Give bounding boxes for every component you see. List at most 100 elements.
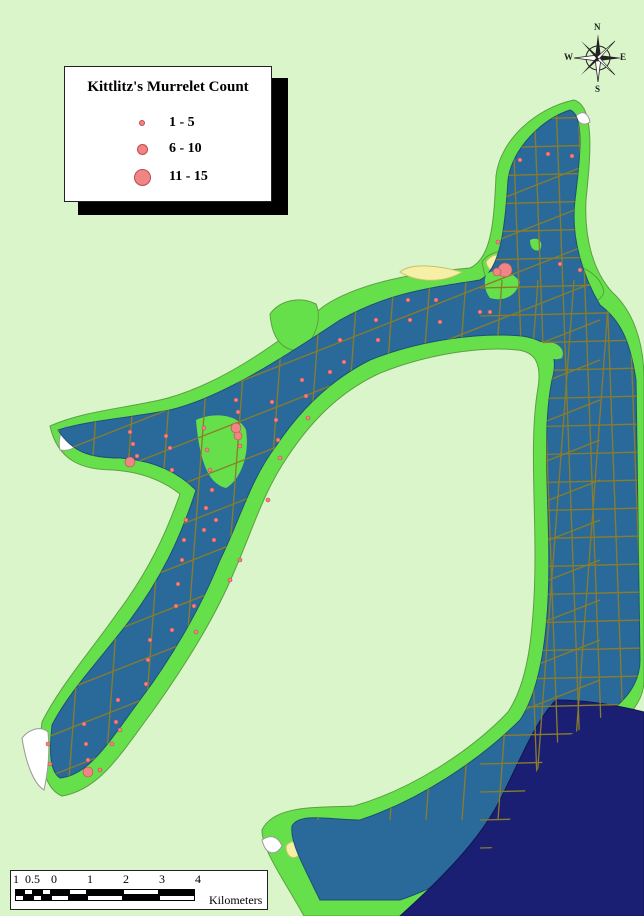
sighting-marker	[265, 497, 271, 503]
scale-seg-a	[15, 889, 24, 895]
sighting-marker	[143, 681, 149, 687]
sighting-marker	[227, 577, 233, 583]
sighting-marker	[233, 397, 239, 403]
sighting-marker	[201, 527, 207, 533]
transect-line	[569, 279, 611, 821]
sighting-marker	[209, 487, 215, 493]
sighting-marker	[204, 447, 210, 453]
scale-tick-1-left: 1	[13, 872, 19, 886]
small-sighting-symbol	[139, 120, 145, 126]
sighting-marker	[211, 537, 217, 543]
sighting-marker	[495, 239, 501, 245]
legend-label-small: 1 - 5	[169, 115, 195, 130]
legend-label-medium: 6 - 10	[169, 141, 202, 156]
legend-title: Kittlitz's Murrelet Count	[87, 79, 249, 95]
sighting-marker	[341, 359, 347, 365]
sighting-marker	[130, 441, 136, 447]
scale-seg-q	[123, 895, 159, 901]
legend-item-medium: 6 - 10	[129, 139, 202, 159]
sighting-marker	[147, 637, 153, 643]
sighting-marker	[277, 455, 283, 461]
scale-seg-e	[51, 889, 69, 895]
north-arrow: N S E W	[564, 22, 628, 94]
legend-label-large: 11 - 15	[169, 169, 208, 184]
west-label: W	[564, 52, 573, 62]
sighting-marker	[273, 417, 279, 423]
sighting-marker	[437, 319, 443, 325]
scale-tick-2: 2	[123, 872, 129, 886]
sighting-marker	[230, 422, 242, 434]
sighting-marker	[569, 153, 575, 159]
sighting-marker	[145, 657, 151, 663]
scale-tick-0: 0	[51, 872, 57, 886]
scale-seg-m	[42, 895, 51, 901]
scale-seg-i	[159, 889, 195, 895]
sighting-marker	[477, 309, 483, 315]
sighting-marker	[127, 429, 133, 435]
sighting-marker	[115, 697, 121, 703]
sighting-marker	[213, 517, 219, 523]
sighting-marker	[237, 443, 243, 449]
sighting-marker	[169, 467, 175, 473]
sighting-marker	[375, 337, 381, 343]
scale-seg-k	[24, 895, 33, 901]
sighting-marker	[113, 719, 119, 725]
scale-seg-f	[69, 889, 87, 895]
sighting-marker	[47, 761, 53, 767]
scale-seg-p	[87, 895, 123, 901]
sighting-marker	[181, 537, 187, 543]
sighting-marker	[203, 505, 209, 511]
sighting-marker	[577, 267, 583, 273]
south-label: S	[595, 84, 601, 94]
sighting-marker	[207, 467, 213, 473]
transect-line	[50, 479, 601, 701]
scale-units: Kilometers	[209, 893, 263, 907]
sighting-marker	[163, 433, 169, 439]
sighting-marker	[487, 309, 493, 315]
scale-seg-r	[159, 895, 195, 901]
sighting-marker	[337, 337, 343, 343]
scale-seg-d	[42, 889, 51, 895]
sighting-marker	[167, 445, 173, 451]
scale-tick-4: 4	[195, 872, 201, 886]
large-sighting-symbol	[133, 168, 151, 186]
sighting-marker	[233, 431, 243, 441]
medium-sighting-symbol	[136, 143, 148, 155]
sighting-marker	[433, 297, 439, 303]
sighting-marker	[45, 741, 51, 747]
east-label: E	[620, 52, 627, 62]
scale-seg-l	[33, 895, 42, 901]
scale-seg-b	[24, 889, 33, 895]
sighting-marker	[175, 581, 181, 587]
sighting-marker	[173, 603, 179, 609]
sighting-marker	[299, 377, 305, 383]
sighting-marker	[373, 317, 379, 323]
scale-seg-j	[15, 895, 24, 901]
sighting-marker	[124, 456, 136, 468]
compass-rose-icon	[573, 34, 622, 83]
legend-item-small: 1 - 5	[129, 113, 195, 133]
sighting-marker	[191, 603, 197, 609]
sighting-marker	[492, 267, 502, 277]
sighting-marker	[405, 297, 411, 303]
sighting-marker	[193, 629, 199, 635]
sighting-marker	[275, 437, 281, 443]
sighting-marker	[169, 627, 175, 633]
scale-tick-0.5: 0.5	[25, 872, 40, 886]
sighting-marker	[183, 517, 189, 523]
sighting-marker	[117, 727, 123, 733]
scale-seg-o	[69, 895, 87, 901]
scale-seg-h	[123, 889, 159, 895]
sighting-marker	[557, 261, 563, 267]
sighting-marker	[134, 453, 140, 459]
sighting-marker	[237, 557, 243, 563]
sighting-marker	[407, 317, 413, 323]
sighting-marker	[83, 741, 89, 747]
sighting-marker	[97, 767, 103, 773]
sighting-marker	[82, 766, 94, 778]
murrelet-sightings	[45, 151, 583, 778]
legend-item-large: 11 - 15	[129, 167, 208, 187]
scale-tick-3: 3	[159, 872, 165, 886]
